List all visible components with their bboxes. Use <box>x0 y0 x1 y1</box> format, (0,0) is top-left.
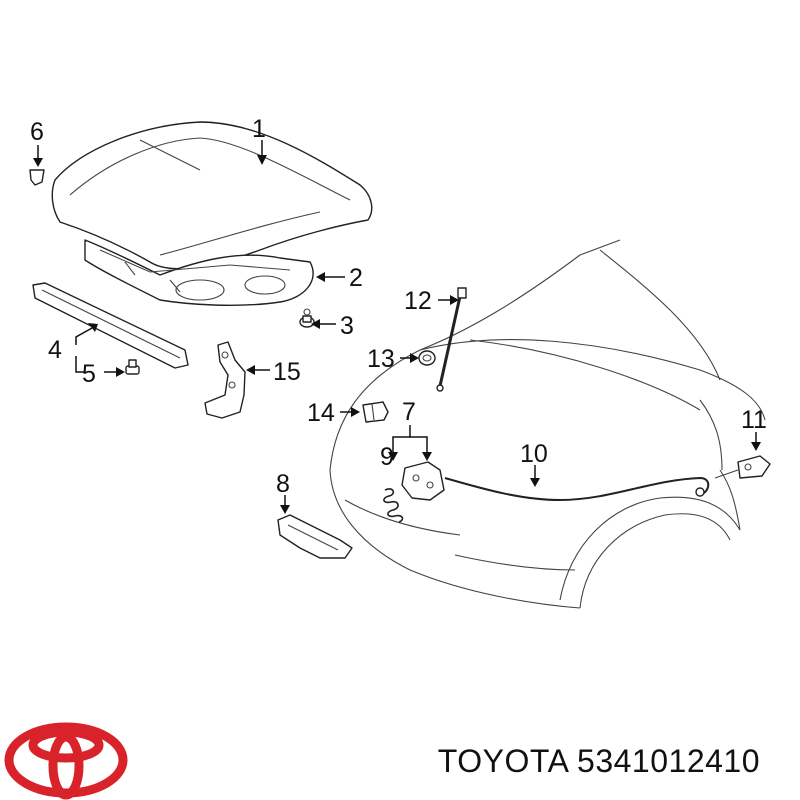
callout-4: 4 <box>48 336 62 364</box>
callout-8: 8 <box>276 470 290 498</box>
part-hood <box>51 121 373 270</box>
toyota-logo <box>4 722 128 800</box>
part-release-cable <box>444 476 710 502</box>
part-cushion <box>125 359 140 375</box>
callout-14: 14 <box>307 399 335 427</box>
footer-part-label: TOYOTA 5341012410 <box>438 743 760 780</box>
callout-5: 5 <box>82 360 96 388</box>
part-deflector <box>277 514 353 559</box>
callout-6: 6 <box>30 118 44 146</box>
callout-7: 7 <box>402 398 416 426</box>
callout-12: 12 <box>404 287 432 315</box>
part-spring <box>383 488 404 523</box>
callout-11: 11 <box>741 406 767 434</box>
callout-3: 3 <box>340 312 354 340</box>
callout-1: 1 <box>252 115 266 143</box>
part-support-rod <box>436 287 467 392</box>
callout-labels: 1 2 3 4 5 6 7 8 9 10 11 12 13 14 15 <box>30 115 767 498</box>
part-hinge <box>204 341 246 419</box>
callout-9: 9 <box>380 443 394 471</box>
part-seal-strip <box>32 282 189 369</box>
part-release-handle <box>714 455 771 479</box>
part-hood-lock <box>401 461 445 501</box>
part-clip-6 <box>29 169 45 186</box>
part-number: 5341012410 <box>577 743 760 779</box>
part-clip-3 <box>299 308 315 328</box>
vehicle-body-outline <box>329 239 766 609</box>
leader-lines <box>33 140 761 514</box>
brand-name: TOYOTA <box>437 743 568 779</box>
part-grommet <box>418 350 436 366</box>
callout-13: 13 <box>367 345 395 373</box>
part-lock-clip <box>362 401 389 423</box>
callout-2: 2 <box>349 264 363 292</box>
callout-10: 10 <box>520 440 548 468</box>
callout-15: 15 <box>273 358 301 386</box>
part-hood-inner-panel <box>84 239 314 307</box>
